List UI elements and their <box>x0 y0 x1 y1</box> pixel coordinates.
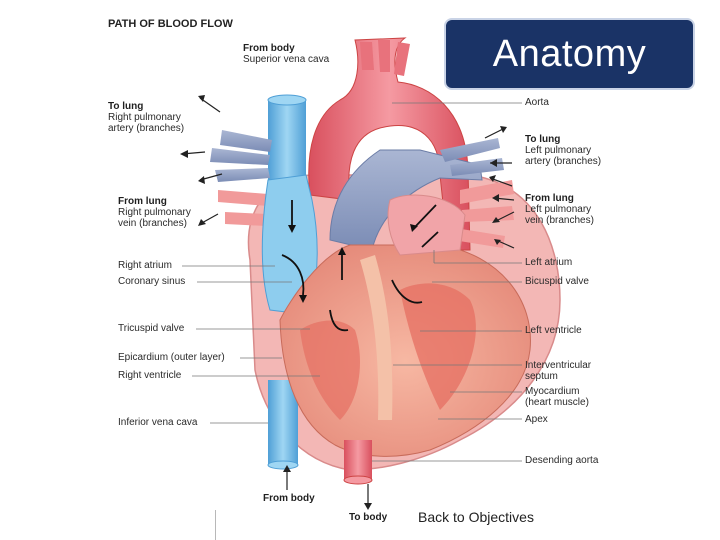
label-right-ventricle: Right ventricle <box>118 370 182 381</box>
label-right-pulmonary-artery: Right pulmonary <box>108 112 181 123</box>
label-aorta: Aorta <box>525 97 549 108</box>
label-from-lung-left: From lung <box>525 193 574 204</box>
label-tricuspid-valve: Tricuspid valve <box>118 323 185 334</box>
label-right-pulmonary-vein: Right pulmonary <box>118 207 191 218</box>
label-to-lung-left: To lung <box>525 134 561 145</box>
label-septum: septum <box>525 371 558 382</box>
label-myocardium: Myocardium <box>525 386 580 397</box>
label-from-lung-right: From lung <box>118 196 167 207</box>
label-bicuspid-valve: Bicuspid valve <box>525 276 589 287</box>
label-epicardium: Epicardium (outer layer) <box>118 352 225 363</box>
divider-line <box>215 510 216 540</box>
label-from-body-top: From body <box>243 43 295 54</box>
label-descending-aorta: Desending aorta <box>525 455 599 466</box>
right-ventricle-cavity <box>300 320 360 420</box>
label-right-atrium: Right atrium <box>118 260 172 271</box>
label-inferior-vena-cava: Inferior vena cava <box>118 417 198 428</box>
badge-title: Anatomy <box>492 32 647 75</box>
label-left-atrium: Left atrium <box>525 257 573 268</box>
label-right-pulmonary-artery-branches: artery (branches) <box>108 123 185 134</box>
left-ventricle-cavity <box>400 283 476 410</box>
label-superior-vena-cava: Superior vena cava <box>243 54 330 65</box>
label-interventricular: Interventricular <box>525 360 592 371</box>
label-left-pulmonary-vein: Left pulmonary <box>525 204 592 215</box>
descending-aorta <box>344 440 372 480</box>
left-atrium <box>387 194 466 256</box>
label-apex: Apex <box>525 414 548 425</box>
label-right-pulmonary-vein-branches: vein (branches) <box>118 218 187 229</box>
label-coronary-sinus: Coronary sinus <box>118 276 186 287</box>
label-heart-muscle: (heart muscle) <box>525 397 589 408</box>
inferior-vena-cava <box>268 380 298 465</box>
label-left-pulmonary-artery-branches: artery (branches) <box>525 156 602 167</box>
title-badge: Anatomy <box>444 18 695 90</box>
label-to-lung-right: To lung <box>108 101 144 112</box>
page-title: PATH OF BLOOD FLOW <box>108 18 233 30</box>
septum <box>360 255 393 420</box>
label-left-ventricle: Left ventricle <box>525 325 582 336</box>
label-from-body-bottom: From body <box>263 493 315 504</box>
back-to-objectives-link[interactable]: Back to Objectives <box>418 509 534 525</box>
label-to-body: To body <box>349 512 388 523</box>
label-left-pulmonary-artery: Left pulmonary <box>525 145 592 156</box>
label-left-pulmonary-vein-branches: vein (branches) <box>525 215 594 226</box>
